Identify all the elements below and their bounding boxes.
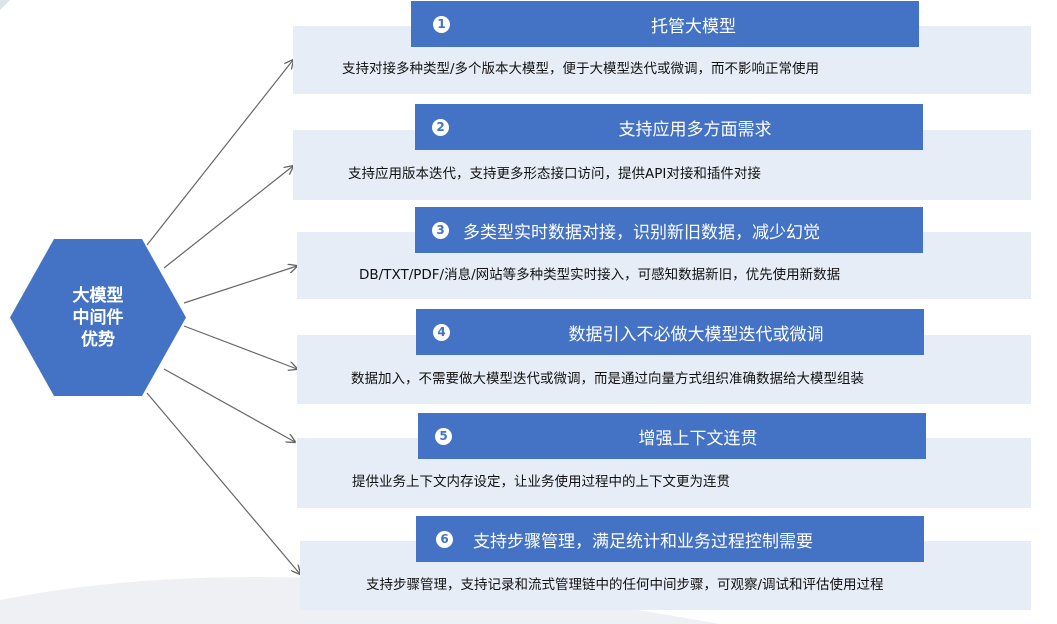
number-badge-6: 6 (436, 530, 453, 548)
advantage-banner-2: 2 支持应用多方面需求 (415, 104, 923, 150)
arrow-6 (146, 392, 300, 574)
number-badge-4: 4 (433, 323, 450, 341)
arrow-4 (183, 325, 297, 369)
advantage-desc-5: 提供业务上下文内存设定，让业务使用过程中的上下文更为连贯 (352, 474, 730, 490)
arrow-3 (183, 266, 297, 304)
advantage-title-1: 托管大模型 (651, 16, 736, 37)
advantage-item-5: 提供业务上下文内存设定，让业务使用过程中的上下文更为连贯 5 增强上下文连贯 (297, 413, 1031, 508)
advantage-item-1: 支持对接多种类型/多个版本大模型，便于大模型迭代或微调，而不影响正常使用 1 托… (293, 1, 1031, 94)
number-badge-1: 1 (433, 15, 450, 33)
arrow-1 (146, 60, 293, 246)
number-badge-2: 2 (432, 118, 449, 136)
advantage-title-6: 支持步骤管理，满足统计和业务过程控制需要 (473, 531, 813, 552)
advantage-banner-3: 3 多类型实时数据对接，识别新旧数据，减少幻觉 (415, 207, 923, 253)
advantage-item-3: DB/TXT/PDF/消息/网站等多种类型实时接入，可感知数据新旧，优先使用新数… (297, 207, 1031, 299)
advantage-title-3: 多类型实时数据对接，识别新旧数据，减少幻觉 (463, 222, 820, 243)
advantage-banner-1: 1 托管大模型 (411, 1, 919, 47)
advantage-banner-4: 4 数据引入不必做大模型迭代或微调 (416, 309, 924, 355)
advantage-desc-6: 支持步骤管理，支持记录和流式管理链中的任何中间步骤，可观察/调试和评估使用过程 (366, 576, 884, 593)
center-label: 大模型 中间件 优势 (72, 285, 124, 350)
arrow-2 (163, 166, 293, 269)
advantage-banner-5: 5 增强上下文连贯 (418, 413, 926, 459)
advantage-item-4: 数据加入，不需要做大模型迭代或微调，而是通过向量方式组织准确数据给大模型组装 4… (297, 309, 1031, 404)
advantage-item-2: 支持应用版本迭代，支持更多形态接口访问，提供API对接和插件对接 2 支持应用多… (293, 104, 1031, 200)
advantage-desc-4: 数据加入，不需要做大模型迭代或微调，而是通过向量方式组织准确数据给大模型组装 (351, 370, 864, 387)
advantage-item-6: 支持步骤管理，支持记录和流式管理链中的任何中间步骤，可观察/调试和评估使用过程 … (300, 516, 1031, 610)
advantage-title-4: 数据引入不必做大模型迭代或微调 (568, 324, 824, 345)
advantage-title-5: 增强上下文连贯 (638, 428, 758, 449)
number-badge-5: 5 (435, 427, 452, 445)
advantage-desc-1: 支持对接多种类型/多个版本大模型，便于大模型迭代或微调，而不影响正常使用 (342, 61, 820, 77)
number-badge-3: 3 (432, 221, 449, 239)
advantage-title-2: 支持应用多方面需求 (618, 119, 772, 140)
advantage-desc-2: 支持应用版本迭代，支持更多形态接口访问，提供API对接和插件对接 (348, 166, 761, 182)
arrow-5 (163, 368, 295, 442)
advantage-desc-3: DB/TXT/PDF/消息/网站等多种类型实时接入，可感知数据新旧，优先使用新数… (359, 266, 841, 283)
advantage-banner-6: 6 支持步骤管理，满足统计和业务过程控制需要 (416, 516, 924, 562)
